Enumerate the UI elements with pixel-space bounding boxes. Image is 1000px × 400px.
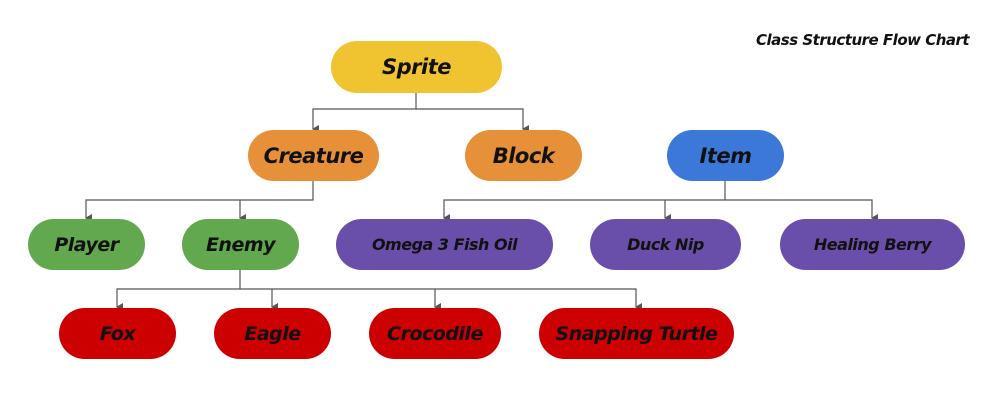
node-block: Block [465, 130, 582, 181]
node-enemy: Enemy [182, 219, 299, 270]
node-sprite: Sprite [331, 41, 502, 93]
connector-sprite-block [416, 108, 529, 133]
node-snapping-turtle: Snapping Turtle [539, 308, 734, 359]
node-crocodile: Crocodile [369, 308, 501, 359]
connector-item-omega [443, 181, 726, 222]
connector-creature-player [85, 181, 314, 222]
chart-title: Class Structure Flow Chart [756, 31, 970, 49]
connector-item-healing [725, 199, 878, 222]
connector-enemy-fox [116, 270, 241, 311]
connector-sprite-creature [312, 93, 417, 133]
node-fox: Fox [59, 308, 176, 359]
node-duck-nip: Duck Nip [590, 219, 741, 270]
node-omega-3-fish-oil: Omega 3 Fish Oil [336, 219, 553, 270]
connector-enemy-crocodile [240, 288, 441, 311]
connector-enemy-turtle [435, 288, 642, 311]
node-player: Player [28, 219, 145, 270]
node-creature: Creature [248, 130, 379, 181]
node-item: Item [667, 130, 784, 181]
node-healing-berry: Healing Berry [780, 219, 965, 270]
node-eagle: Eagle [214, 308, 331, 359]
